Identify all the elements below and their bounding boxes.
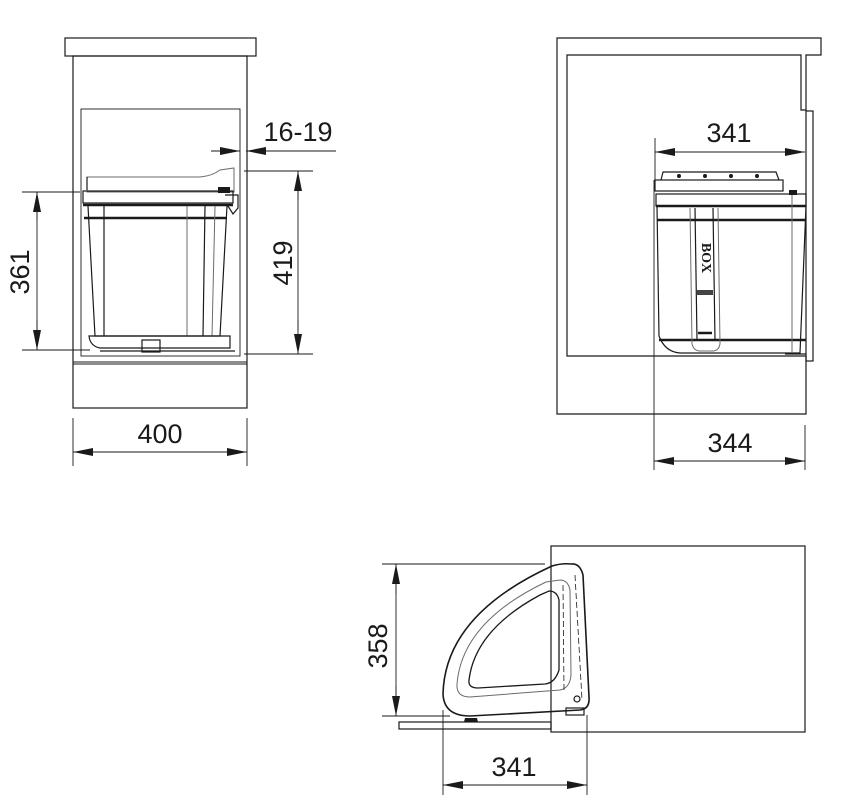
hinge-pivot-icon [573, 695, 581, 703]
front-view: 16-19 361 419 400 [5, 37, 336, 466]
bin-brand-label: BOX [698, 243, 713, 273]
waste-bin-front [82, 167, 239, 353]
dim-label-bin-height: 361 [5, 249, 35, 294]
dim-label-bin-depth: 341 [706, 118, 751, 148]
dim-overall-height: 419 [244, 170, 313, 355]
dim-label-panel-thickness: 16-19 [263, 117, 332, 147]
waste-bin-side: BOX [654, 171, 807, 355]
waste-bin-top [442, 562, 590, 722]
door-panel [805, 110, 814, 362]
countertop [64, 37, 257, 57]
dim-label-swing-width: 341 [491, 752, 536, 782]
side-view: BOX 341 344 [556, 37, 822, 470]
dim-label-swing-height: 358 [363, 623, 393, 668]
dim-bin-depth: 341 [654, 118, 805, 180]
dim-swing-width: 341 [442, 710, 588, 795]
dim-label-overall-height: 419 [268, 240, 298, 285]
dim-panel-thickness: 16-19 [211, 117, 336, 155]
dim-label-cabinet-width: 400 [137, 419, 182, 449]
dim-cabinet-width: 400 [72, 418, 248, 466]
cabinet-opening [80, 108, 241, 357]
cabinet-body [72, 55, 248, 409]
dim-swing-height: 358 [363, 563, 545, 717]
pullout-plate [398, 721, 552, 730]
latch-icon [141, 339, 161, 353]
dim-min-cabinet-depth: 344 [653, 180, 806, 470]
dim-bin-height: 361 [5, 191, 90, 351]
cabinet-section-hatched [556, 37, 822, 415]
top-view: 358 341 [363, 545, 806, 795]
cabinet-outline-top [550, 545, 806, 733]
dim-label-min-cabinet-depth: 344 [707, 428, 752, 458]
